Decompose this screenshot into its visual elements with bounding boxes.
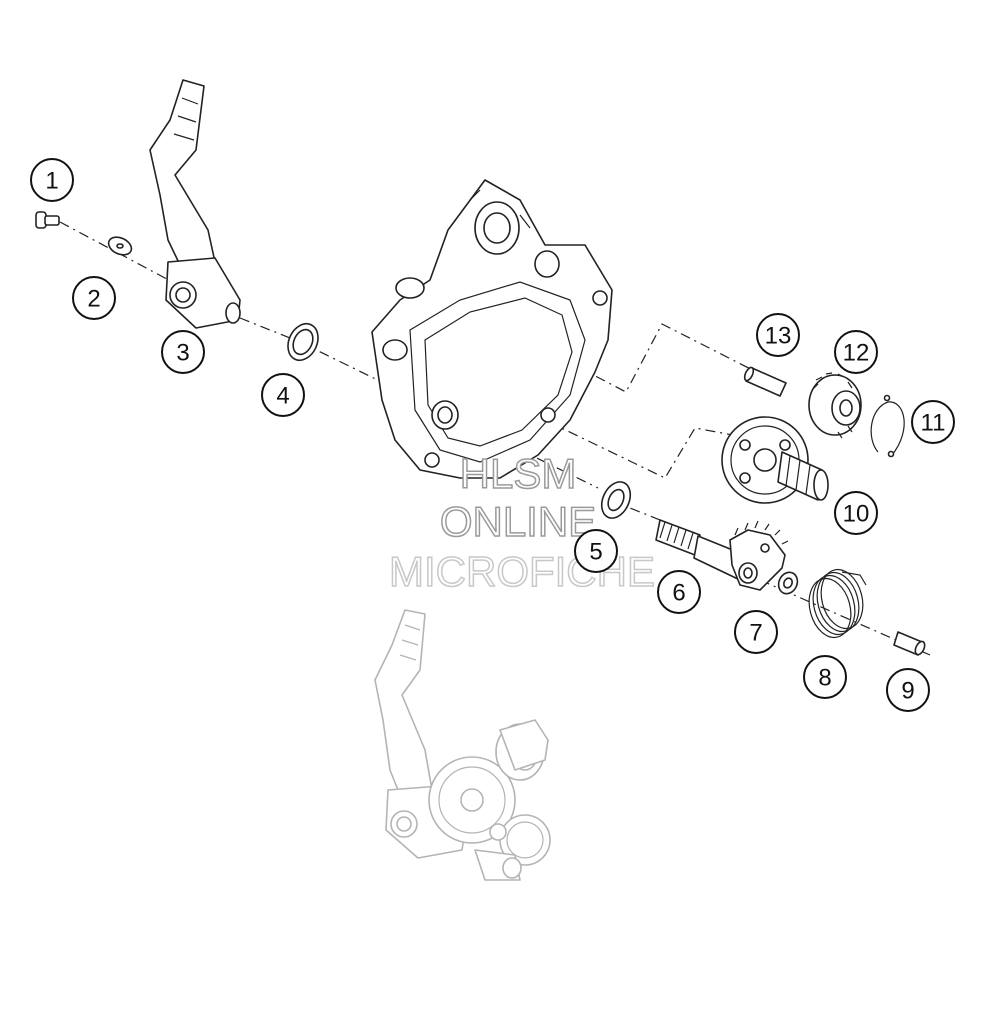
callout-label: 2	[87, 286, 100, 313]
callout-label: 8	[818, 665, 831, 692]
callout-12: 12	[834, 330, 878, 374]
callout-8: 8	[803, 655, 847, 699]
callout-label: 3	[176, 340, 189, 367]
callout-label: 4	[276, 383, 289, 410]
callout-11: 11	[911, 400, 955, 444]
callout-label: 13	[765, 323, 792, 350]
part-pin	[893, 631, 926, 656]
callout-3: 3	[161, 330, 205, 374]
watermark-line-2: ONLINE	[440, 498, 596, 545]
callout-label: 9	[901, 678, 914, 705]
callout-7: 7	[734, 610, 778, 654]
callout-label: 7	[749, 620, 762, 647]
callout-5: 5	[574, 529, 618, 573]
part-shaft-seal	[287, 322, 319, 362]
assembled-view	[374, 609, 551, 881]
callout-4: 4	[261, 373, 305, 417]
part-intermediate-gear	[721, 416, 829, 504]
callout-label: 12	[843, 340, 870, 367]
part-return-spring	[808, 568, 867, 639]
callout-6: 6	[657, 570, 701, 614]
watermark-line-1: HLSM	[460, 450, 577, 497]
part-kickstart-lever	[149, 79, 241, 329]
part-small-washer	[777, 571, 799, 595]
part-dowel-pin	[743, 366, 787, 397]
callout-1: 1	[30, 158, 74, 202]
callout-10: 10	[834, 491, 878, 535]
callout-label: 1	[45, 168, 58, 195]
part-circlip	[870, 394, 905, 458]
callout-label: 10	[843, 501, 870, 528]
part-idler-gear	[808, 372, 862, 439]
callout-label: 6	[672, 580, 685, 607]
callout-9: 9	[886, 668, 930, 712]
part-bolt	[35, 211, 60, 229]
part-kickstart-shaft	[655, 519, 789, 591]
callout-label: 11	[921, 410, 946, 437]
callout-2: 2	[72, 276, 116, 320]
part-washer	[107, 236, 133, 256]
callout-label: 5	[589, 539, 602, 566]
part-thrust-washer	[600, 481, 632, 519]
engine-cover	[371, 179, 613, 479]
callout-13: 13	[756, 313, 800, 357]
